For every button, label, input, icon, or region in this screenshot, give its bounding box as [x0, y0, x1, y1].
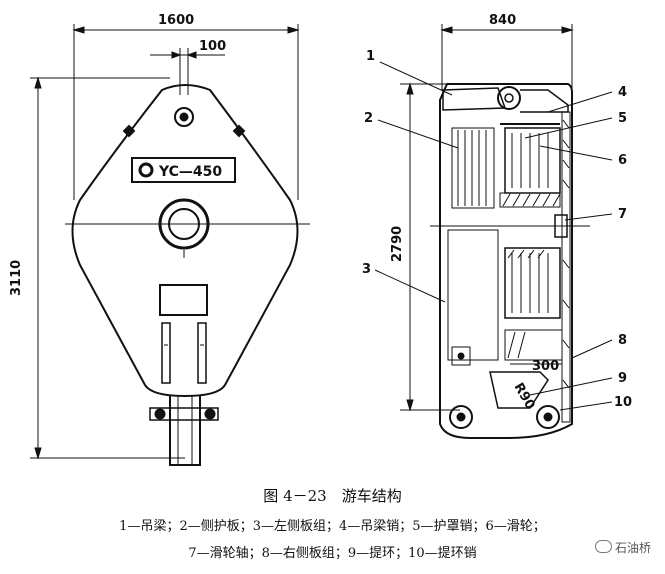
- callout-10: 10: [614, 395, 632, 410]
- side-view: 840 2790: [362, 13, 632, 439]
- dim-1600-label: 1600: [158, 13, 194, 28]
- upper-sheave-pack: [504, 127, 561, 194]
- right-plate-lower: [504, 329, 563, 361]
- right-slot: [197, 322, 207, 384]
- callout-8: 8: [618, 333, 627, 348]
- callout-5: 5: [618, 111, 627, 126]
- left-bolt-icon: [122, 124, 136, 138]
- legend-line-2: 7—滑轮轴；8—右侧板组；9—提环；10—提环销: [188, 546, 477, 561]
- central-shaft-outer: [158, 198, 210, 250]
- right-bolt-icon: [232, 124, 246, 138]
- central-shaft-inner: [168, 208, 200, 240]
- side-guard: [451, 127, 495, 209]
- front-body-outline: [71, 84, 299, 398]
- lower-sheave-pack: [504, 247, 561, 319]
- figure-caption: 图 4－23 游车结构: [263, 487, 402, 505]
- left-slot: [161, 322, 171, 384]
- legend-line-1: 1—吊梁；2—侧护板；3—左侧板组；4—吊梁销；5—护罩销；6—滑轮；: [119, 519, 546, 534]
- watermark: 石油桥: [594, 539, 651, 556]
- right-pin-icon: [204, 408, 216, 420]
- callout-1: 1: [366, 49, 375, 64]
- beam-pin-icon: [497, 86, 521, 110]
- wechat-icon: [594, 540, 612, 553]
- front-view: 1600 100 3110 YC—450: [9, 13, 310, 466]
- nameplate-frame: [131, 157, 236, 183]
- lower-block: [159, 284, 208, 316]
- callout-leader-5: [524, 117, 613, 139]
- top-beam: [442, 87, 507, 111]
- callout-leader-8: [571, 339, 613, 359]
- dim-840-label: 840: [489, 13, 516, 28]
- watermark-label: 石油桥: [614, 541, 651, 555]
- hook-pin-bar: [149, 407, 219, 421]
- callout-leader-2: [377, 119, 459, 149]
- callout-leader-6: [539, 145, 613, 161]
- dim-2790-label: 2790: [390, 226, 405, 262]
- callout-4: 4: [618, 85, 627, 100]
- callout-leader-4: [547, 91, 613, 113]
- callout-leader-3: [374, 269, 446, 303]
- callout-7: 7: [618, 207, 627, 222]
- callout-2: 2: [364, 111, 373, 126]
- hatched-band-upper: [499, 192, 561, 208]
- callout-leader-9: [529, 377, 613, 396]
- callout-9: 9: [618, 371, 627, 386]
- dim-100-label: 100: [199, 39, 226, 54]
- callout-leader-10: [559, 401, 613, 411]
- top-hole: [174, 107, 194, 127]
- dim-3110-label: 3110: [9, 260, 24, 296]
- callout-leader-7: [564, 213, 613, 221]
- engineering-drawing: 1600 100 3110 YC—450: [9, 13, 632, 466]
- ring-pin-left-icon: [449, 405, 473, 429]
- nameplate-label: YC—450: [158, 164, 222, 180]
- nameplate-logo-icon: [138, 162, 154, 178]
- callout-3: 3: [362, 262, 371, 277]
- hook-body: [169, 396, 201, 466]
- right-plate-strip: [561, 111, 571, 423]
- callout-leader-1: [379, 61, 453, 96]
- callout-6: 6: [618, 153, 627, 168]
- side-body-outline: [439, 83, 573, 439]
- ring-pin-right-icon: [536, 405, 560, 429]
- dim-300-label: 300: [532, 359, 559, 374]
- left-plate-group: [447, 229, 499, 361]
- left-pin-icon: [154, 408, 166, 420]
- shaft-hub: [554, 214, 568, 238]
- lifting-ring: [489, 371, 549, 409]
